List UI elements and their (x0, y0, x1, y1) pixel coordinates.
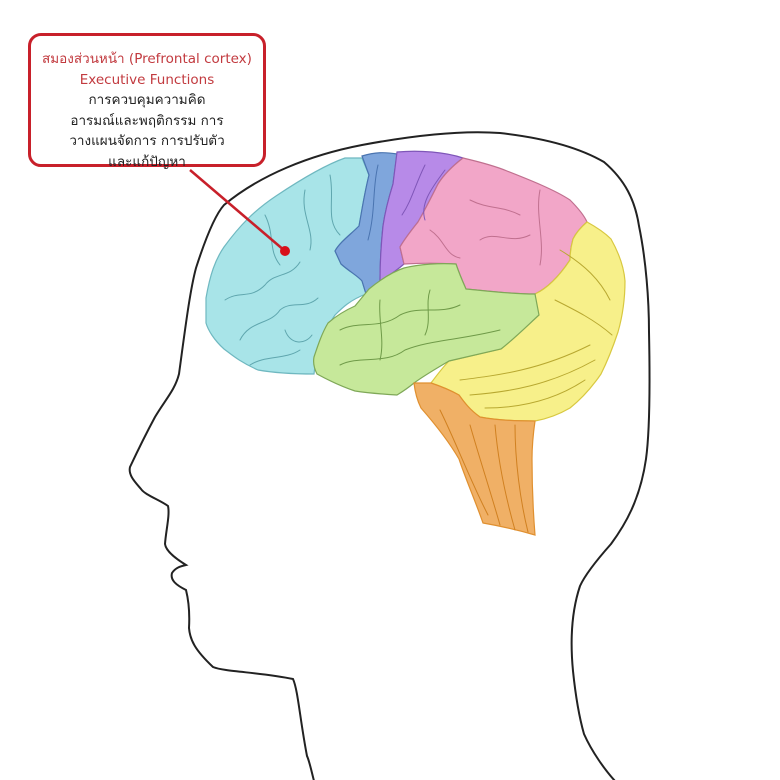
callout-title: สมองส่วนหน้า (Prefrontal cortex) (42, 51, 252, 67)
callout-line: และแก้ปัญหา (108, 153, 186, 170)
callout-line: การควบคุมความคิด (88, 92, 206, 108)
callout-line: วางแผนจัดการ การปรับตัว (69, 133, 225, 149)
head-outline (128, 131, 651, 780)
callout-subtitle: Executive Functions (79, 71, 215, 88)
prefrontal-callout-box: สมองส่วนหน้า (Prefrontal cortex) Executi… (28, 33, 266, 170)
callout-pointer-line (189, 169, 286, 252)
callout-line: อารมณ์และพฤติกรรม การ (70, 112, 224, 129)
brain-folds (224, 164, 613, 533)
callout-pointer-dot (280, 246, 290, 256)
temporal-lobe (313, 263, 540, 396)
brainstem-cerebellum (413, 382, 536, 536)
